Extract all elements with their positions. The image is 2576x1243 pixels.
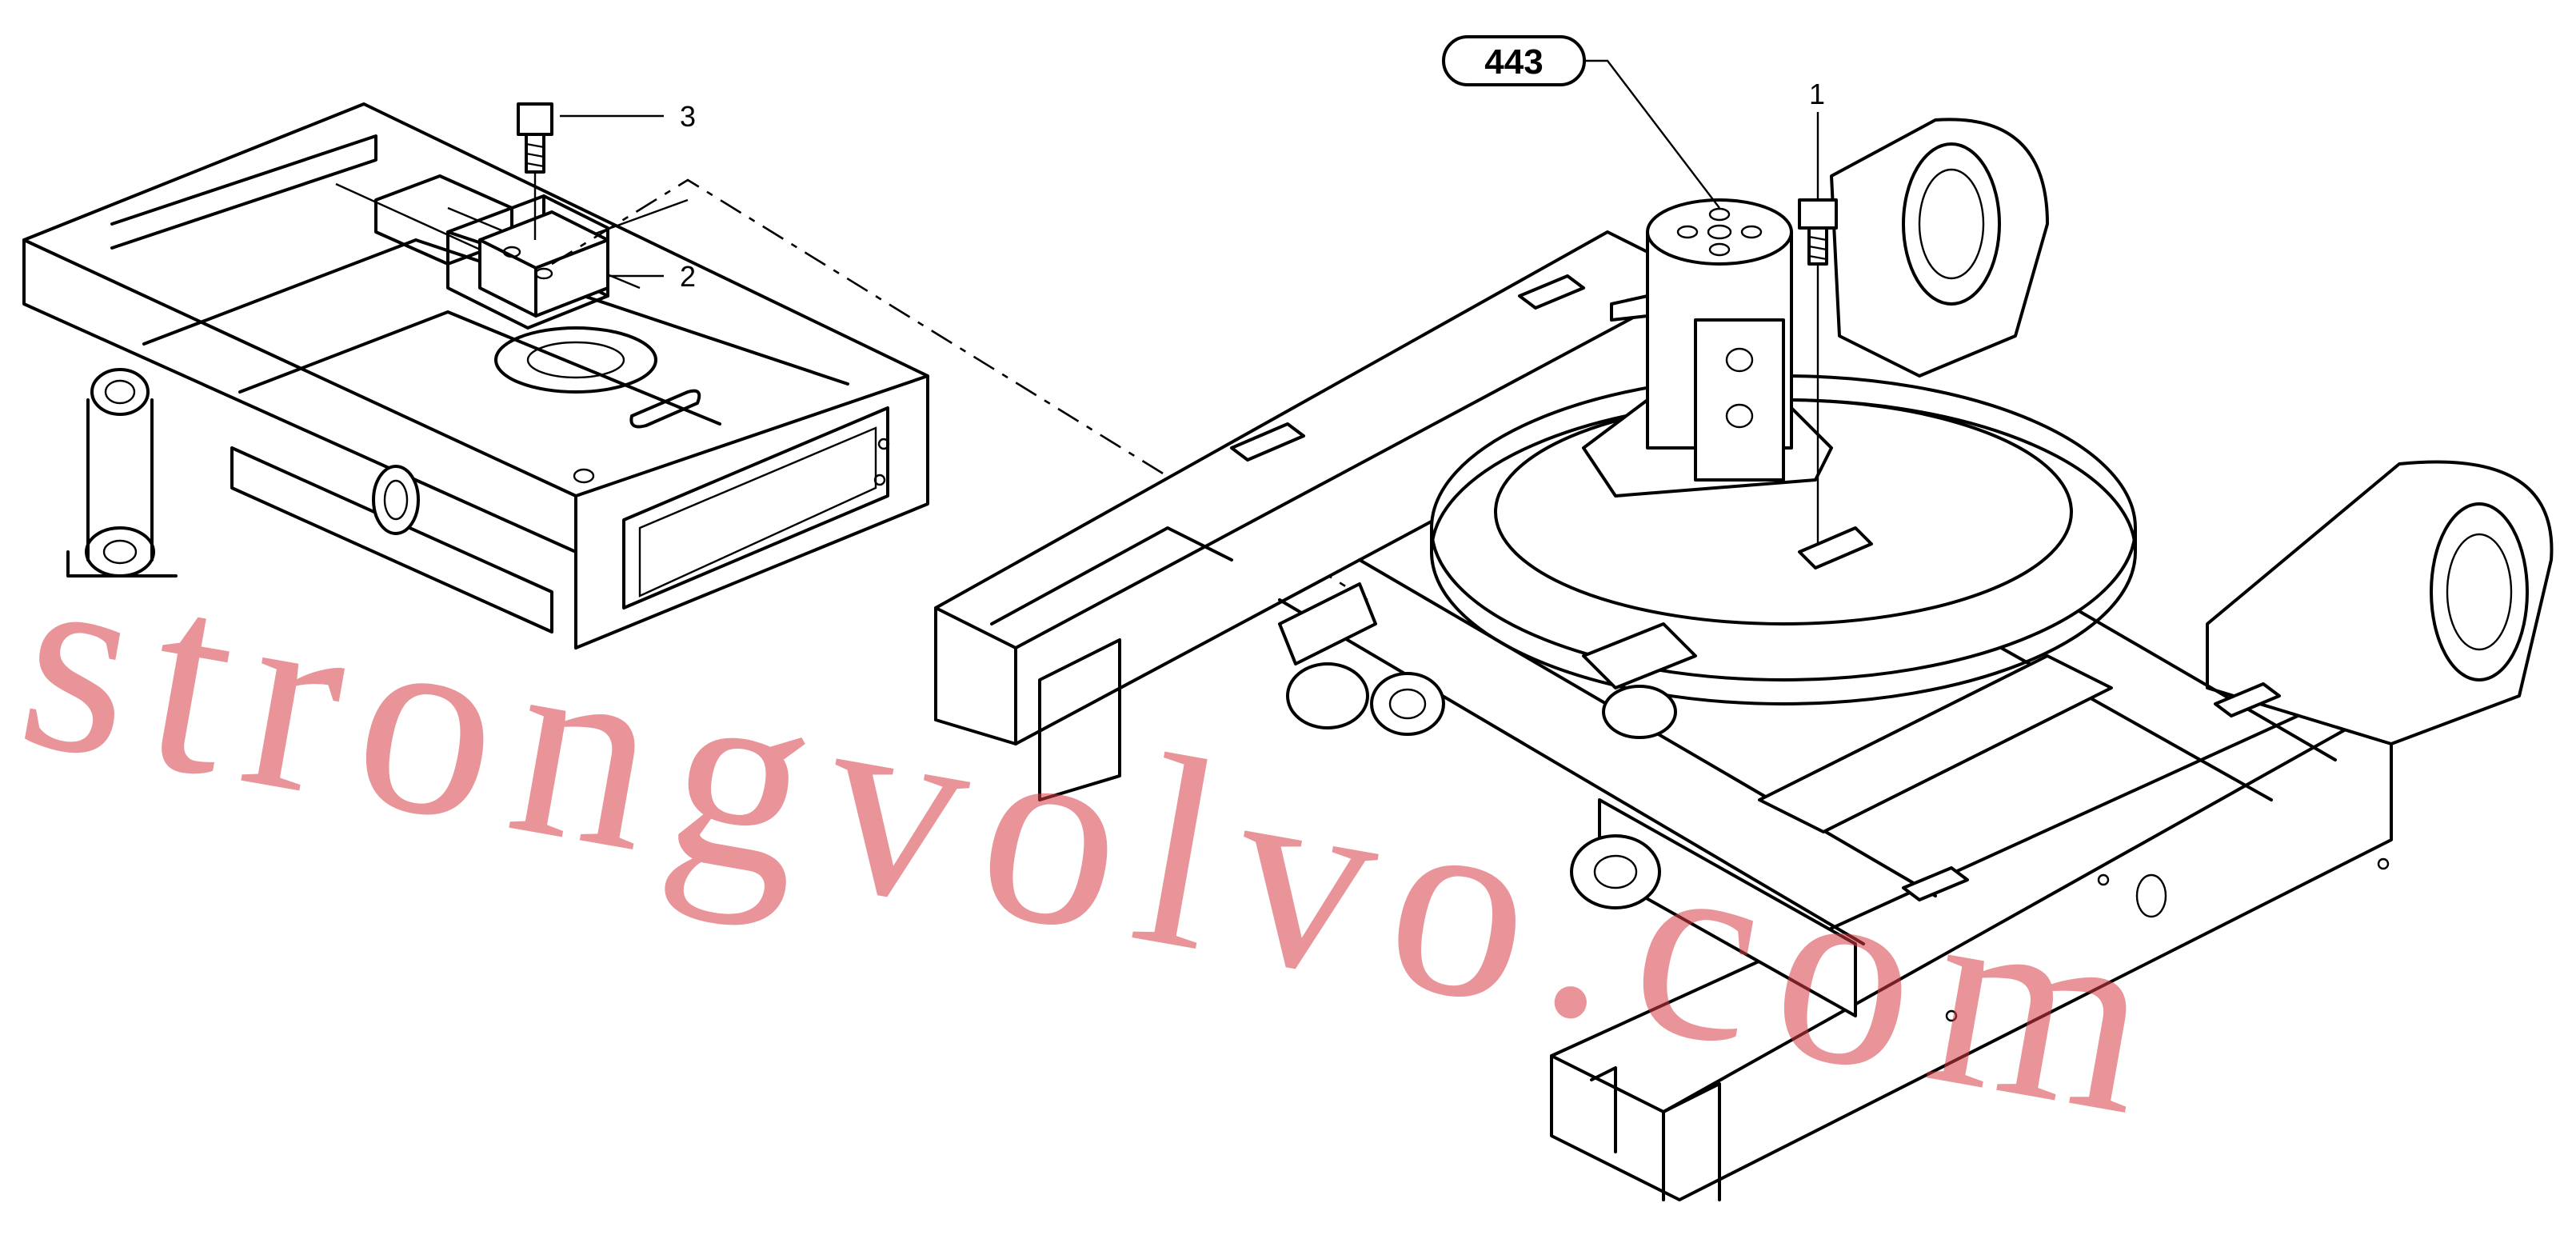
callout-label-2: 2 bbox=[680, 260, 696, 293]
callout-1: 1 bbox=[1809, 78, 1825, 200]
alignment-line bbox=[551, 178, 1368, 602]
reference-badge-443: 443 bbox=[1442, 35, 1720, 209]
upper-frame-assembly bbox=[22, 102, 929, 649]
callout-label-3: 3 bbox=[680, 100, 696, 133]
callout-3: 3 bbox=[560, 100, 696, 133]
callout-2: 2 bbox=[608, 260, 696, 293]
reference-badge-text: 443 bbox=[1484, 42, 1543, 82]
undercarriage-assembly bbox=[934, 118, 2554, 1201]
callout-label-1: 1 bbox=[1809, 78, 1825, 110]
